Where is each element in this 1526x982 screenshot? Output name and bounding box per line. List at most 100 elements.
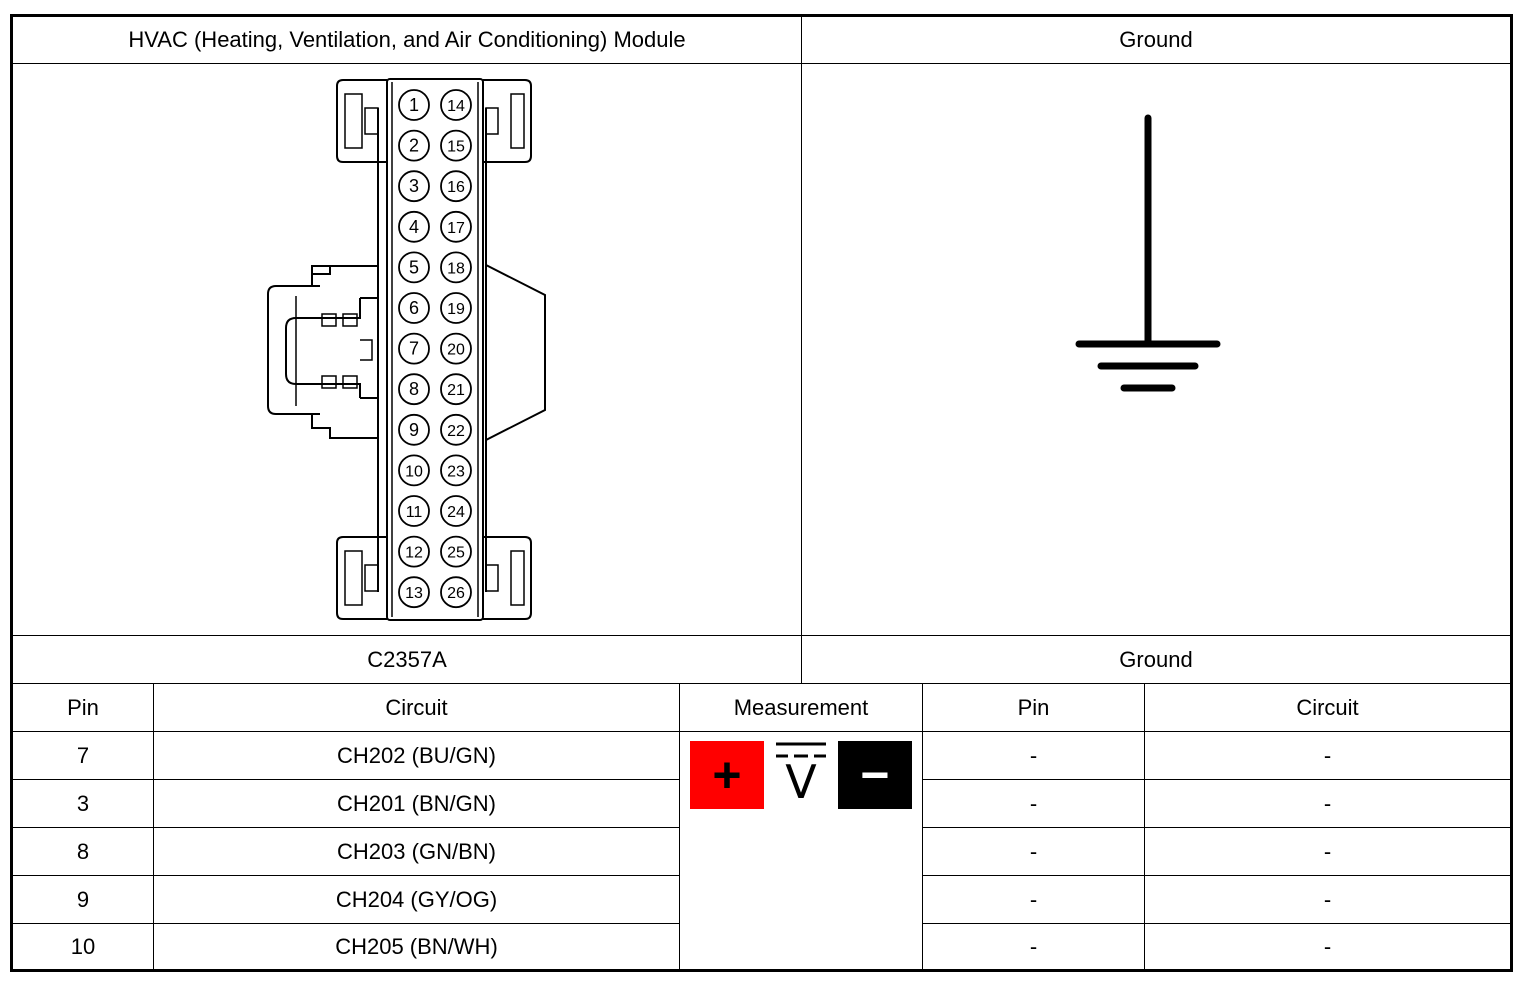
connector-pin — [440, 535, 472, 568]
connector-pin-label: 3 — [409, 176, 419, 196]
connector-pin-label: 20 — [447, 342, 465, 359]
connector-pin-label: 11 — [406, 504, 423, 521]
row-circuit-2: - — [1323, 790, 1332, 816]
divider — [922, 875, 1510, 876]
connector-pin — [440, 495, 472, 527]
divider — [1144, 684, 1145, 970]
ground-symbol-icon — [1070, 110, 1230, 400]
connector-pin — [398, 332, 430, 365]
connector-pin-label: 10 — [405, 463, 423, 480]
col-header-measurement: Measurement — [733, 694, 869, 720]
connector-pin-label: 26 — [447, 585, 465, 602]
connector-pin-label: 1 — [409, 95, 419, 115]
connector-pin-label: 7 — [409, 339, 419, 359]
col-header-circuit: Circuit — [385, 694, 448, 720]
connector-pin — [440, 292, 472, 324]
connector-pin — [398, 89, 430, 121]
connector-pin — [398, 413, 430, 446]
col-header-pin-2: Pin — [1017, 694, 1050, 720]
connector-pin — [440, 373, 472, 406]
connector-pin — [440, 210, 472, 243]
dc-voltage-symbol: V — [774, 741, 828, 809]
divider — [12, 63, 1510, 64]
connector-pin — [398, 535, 430, 568]
col-header-circuit-2: Circuit — [1296, 694, 1359, 720]
row-pin-2: - — [1029, 742, 1038, 768]
row-circuit-2: - — [1323, 838, 1332, 864]
divider — [12, 875, 680, 876]
connector-pin-label: 17 — [447, 220, 465, 237]
connector-pin — [440, 251, 472, 284]
connector-pin-label: 22 — [447, 423, 465, 440]
divider — [922, 827, 1510, 828]
divider — [12, 779, 680, 780]
right-connector-id: Ground — [1119, 646, 1193, 672]
pinout-table — [10, 14, 1513, 972]
left-module-title: HVAC (Heating, Ventilation, and Air Cond… — [128, 27, 686, 52]
dc-voltmeter-icon: + V − — [690, 741, 912, 809]
connector-pin — [440, 454, 472, 487]
divider — [12, 731, 1510, 732]
row-circuit-2: - — [1323, 886, 1332, 912]
connector-pin-label: 5 — [409, 257, 419, 277]
negative-lead-icon: − — [838, 741, 912, 809]
row-pin-2: - — [1029, 790, 1038, 816]
connector-pin-label: 18 — [447, 260, 465, 277]
connector-pin-label: 8 — [409, 379, 419, 399]
col-header-pin: Pin — [67, 694, 99, 720]
row-pin: 8 — [76, 838, 90, 864]
divider — [12, 827, 680, 828]
divider — [922, 684, 923, 970]
connector-pin-label: 12 — [405, 545, 423, 562]
connector-pin — [398, 292, 430, 324]
row-pin: 10 — [70, 934, 96, 959]
row-circuit: CH201 (BN/GN) — [337, 790, 496, 816]
divider — [12, 683, 1510, 684]
connector-pin — [398, 495, 430, 527]
connector-pin-label: 25 — [447, 545, 465, 562]
row-pin-2: - — [1029, 886, 1038, 912]
divider — [801, 17, 802, 684]
row-pin: 3 — [76, 790, 90, 816]
connector-pin-label: 4 — [409, 217, 419, 237]
divider — [679, 684, 680, 970]
connector-pin-label: 16 — [447, 179, 465, 196]
connector-pin — [440, 89, 472, 121]
row-pin: 7 — [76, 742, 90, 768]
connector-pin — [440, 129, 472, 162]
divider — [12, 923, 680, 924]
connector-pin-label: 6 — [409, 298, 419, 318]
row-circuit: CH202 (BU/GN) — [337, 742, 496, 768]
row-circuit: CH205 (BN/WH) — [335, 934, 498, 959]
connector-pin — [440, 576, 472, 609]
connector-pin-label: 21 — [447, 382, 465, 399]
row-circuit: CH204 (GY/OG) — [335, 886, 498, 912]
divider — [12, 635, 1510, 636]
connector-pin — [440, 170, 472, 203]
connector-pin — [398, 251, 430, 284]
divider — [922, 923, 1510, 924]
connector-pin-label: 14 — [447, 98, 465, 115]
connector-pin-label: 19 — [447, 301, 465, 318]
connector-pin-label: 13 — [405, 585, 423, 602]
row-circuit-2: - — [1323, 934, 1332, 959]
divider — [922, 779, 1510, 780]
connector-pin — [398, 576, 430, 609]
connector-pin — [398, 210, 430, 243]
connector-pin — [440, 413, 472, 446]
left-connector-id: C2357A — [367, 646, 447, 672]
connector-pin-label: 9 — [409, 420, 419, 440]
connector-pin — [398, 129, 430, 162]
connector-pin-label: 15 — [447, 139, 465, 156]
connector-pin — [398, 454, 430, 487]
connector-pin-label: 24 — [447, 504, 465, 521]
right-module-title: Ground — [1119, 27, 1193, 52]
row-pin: 9 — [76, 886, 90, 912]
positive-symbol: + — [712, 747, 742, 803]
row-pin-2: - — [1029, 934, 1038, 959]
positive-lead-icon: + — [690, 741, 764, 809]
connector-pin-label: 23 — [447, 463, 465, 480]
row-circuit-2: - — [1323, 742, 1332, 768]
connector-pin — [440, 332, 472, 365]
